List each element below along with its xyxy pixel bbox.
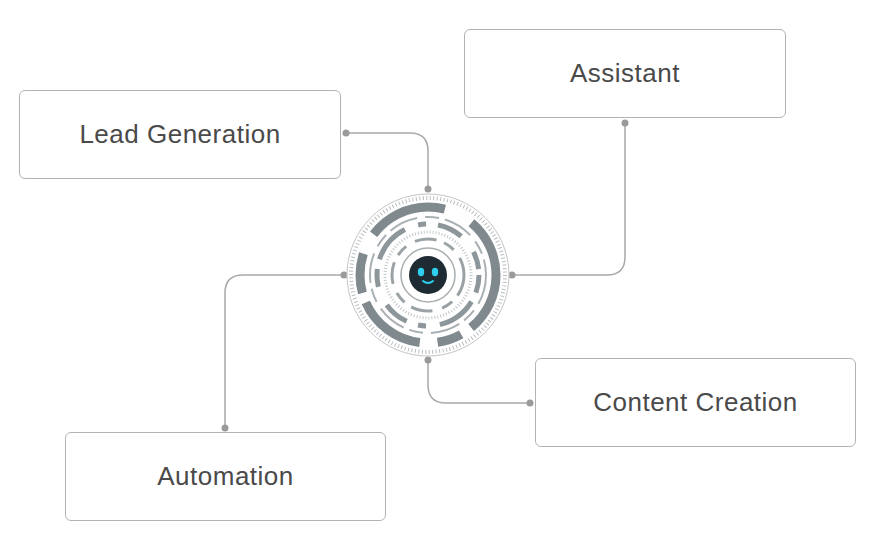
feature-box: Lead Generation <box>19 90 341 179</box>
arc-ring <box>392 239 464 311</box>
robot-eye <box>432 268 438 276</box>
leader-line <box>225 275 344 428</box>
face-ring <box>401 248 455 302</box>
robot-face <box>409 256 447 294</box>
robot-smile <box>423 281 433 283</box>
feature-box: Content Creation <box>535 358 856 447</box>
leader-line <box>428 360 530 403</box>
leader-dot <box>527 400 534 407</box>
leader-dot <box>341 272 348 279</box>
feature-label: Content Creation <box>593 387 798 418</box>
arc-ring <box>360 207 496 343</box>
outer-ring <box>347 194 509 356</box>
leader-dot <box>622 120 629 127</box>
thin-ring <box>370 217 486 333</box>
leader-line <box>346 133 428 188</box>
robot-hub <box>347 194 509 356</box>
feature-box: Assistant <box>464 29 786 118</box>
tick-ring <box>385 232 471 318</box>
leader-dot <box>425 186 432 193</box>
leader-dot <box>509 272 516 279</box>
robot-eye <box>418 268 424 276</box>
feature-box: Automation <box>65 432 386 521</box>
arc-ring <box>377 224 479 326</box>
leader-dot <box>343 130 350 137</box>
feature-label: Assistant <box>570 58 680 89</box>
leader-line <box>512 123 625 275</box>
leader-dot <box>425 357 432 364</box>
feature-label: Lead Generation <box>79 119 280 150</box>
tick-ring <box>351 198 505 352</box>
leader-dot <box>222 425 229 432</box>
feature-label: Automation <box>157 461 294 492</box>
